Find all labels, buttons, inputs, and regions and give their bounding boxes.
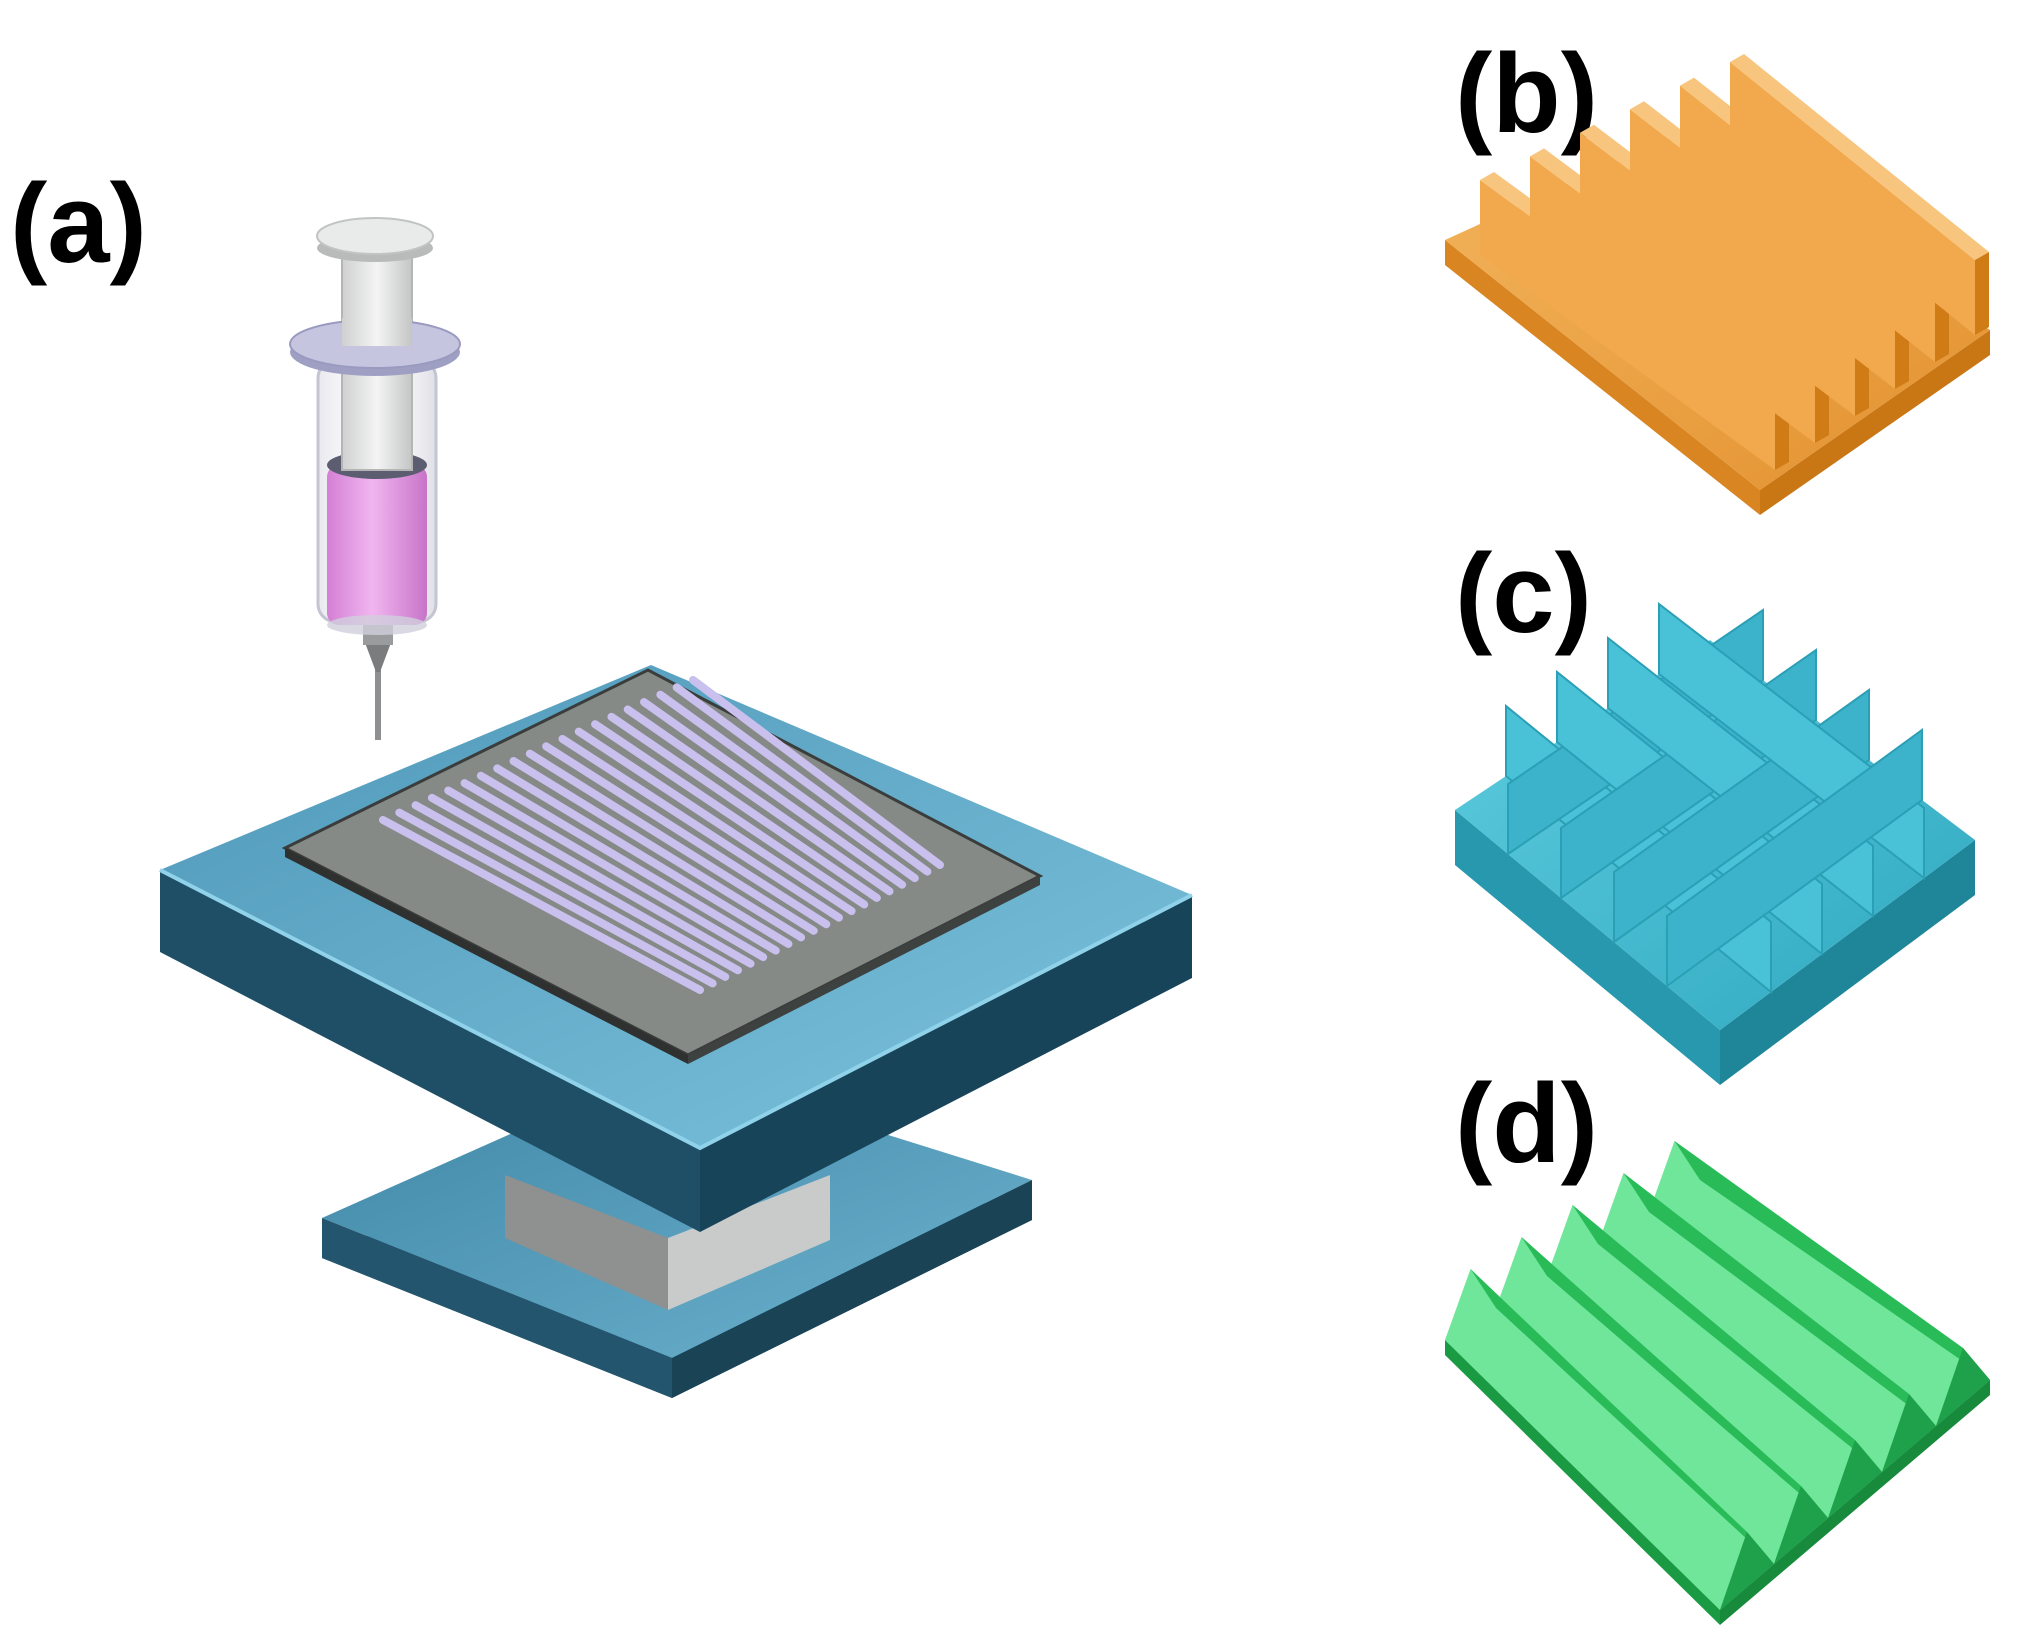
printed-lines — [379, 676, 944, 994]
printed-line — [476, 771, 780, 955]
substrate-plate — [281, 668, 1044, 1064]
prism-ridges — [1445, 1141, 1990, 1610]
ridges — [1480, 54, 1989, 470]
panel-label-b: (b) — [1455, 31, 1598, 156]
printed-line — [395, 808, 717, 988]
prism-ridge — [1496, 1237, 1828, 1564]
printed-line — [558, 734, 843, 922]
print-stage-icon — [159, 217, 1193, 1398]
printed-line — [411, 801, 730, 981]
grid-walls — [1505, 601, 1925, 995]
panel-label-d: (d) — [1455, 1061, 1598, 1186]
printed-line — [444, 786, 755, 968]
printed-line — [656, 690, 919, 883]
printed-line — [591, 720, 869, 909]
support-column — [505, 1175, 830, 1310]
syringe-icon — [289, 217, 461, 740]
printed-line — [379, 816, 704, 994]
prism-ridge — [1649, 1141, 1990, 1426]
printed-line — [509, 757, 806, 942]
grid-structure-icon — [1455, 601, 1975, 1085]
prism-ridge — [1547, 1205, 1882, 1518]
printed-line — [672, 683, 932, 876]
printed-line — [427, 793, 742, 975]
ridge-structure-icon — [1445, 54, 1990, 515]
panel-label-a: (a) — [10, 161, 147, 286]
prism-structure-icon — [1445, 1141, 1990, 1625]
printed-line — [542, 742, 831, 929]
printed-line — [607, 712, 881, 902]
printed-line — [689, 676, 944, 869]
ridge-wall — [1730, 54, 1989, 335]
printed-line — [525, 749, 818, 935]
printed-line — [640, 698, 907, 889]
printed-line — [623, 705, 894, 896]
prism-ridge — [1598, 1173, 1936, 1472]
printed-line — [574, 727, 856, 916]
printed-line — [493, 764, 793, 948]
grid-wall — [1666, 728, 1923, 988]
panel-label-c: (c) — [1455, 531, 1592, 656]
printed-line — [460, 779, 768, 962]
prism-ridge — [1445, 1269, 1774, 1610]
